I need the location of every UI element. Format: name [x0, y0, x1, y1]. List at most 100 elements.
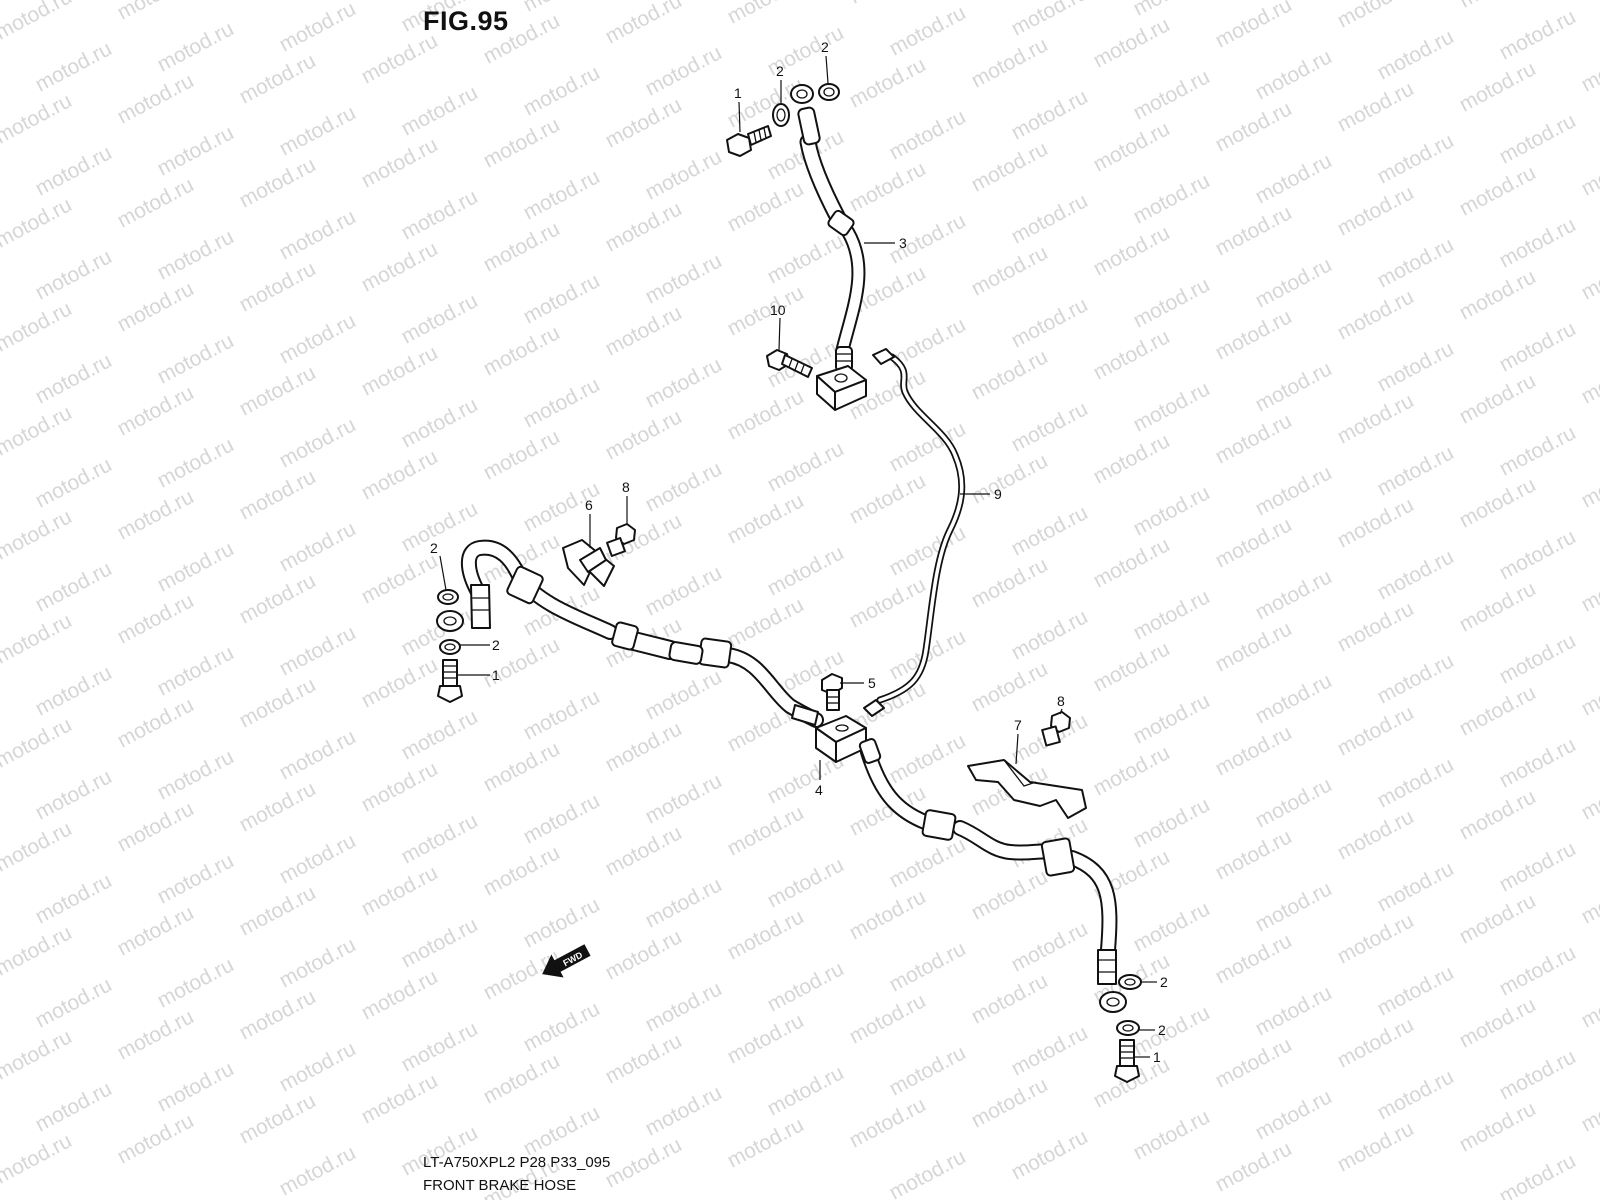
watermark-text: motod.ru — [1496, 733, 1580, 792]
watermark-text: motod.ru — [602, 405, 686, 464]
watermark-text: motod.ru — [236, 465, 320, 524]
watermark-text: motod.ru — [398, 705, 482, 764]
watermark-text: motod.ru — [1374, 441, 1458, 500]
watermark-text: motod.ru — [1578, 141, 1600, 200]
watermark-text: motod.ru — [1496, 109, 1580, 168]
watermark-text: motod.ru — [1456, 889, 1540, 948]
watermark-text: motod.ru — [602, 1133, 686, 1192]
watermark-text: motod.ru — [1130, 377, 1214, 436]
washer-2-left-a — [437, 589, 459, 605]
watermark-text: motod.ru — [276, 621, 360, 680]
watermark-text: motod.ru — [724, 801, 808, 860]
watermark-text: motod.ru — [1252, 669, 1336, 728]
bolt-1-top — [726, 125, 772, 157]
watermark-text: motod.ru — [1252, 45, 1336, 104]
watermark-text: motod.ru — [358, 965, 442, 1024]
watermark-text: motod.ru — [0, 0, 76, 44]
watermark-text: motod.ru — [1090, 221, 1174, 280]
watermark-text: motod.ru — [642, 145, 726, 204]
watermark-text: motod.ru — [886, 833, 970, 892]
callout-1: 1 — [492, 667, 500, 683]
watermark-text: motod.ru — [1496, 837, 1580, 896]
watermark-text: motod.ru — [0, 89, 76, 148]
watermark-text: motod.ru — [358, 237, 442, 296]
watermark-text: motod.ru — [358, 341, 442, 400]
watermark-text: motod.ru — [520, 373, 604, 432]
watermark-text: motod.ru — [724, 1113, 808, 1172]
watermark-text: motod.ru — [1090, 325, 1174, 384]
watermark-text: motod.ru — [1090, 429, 1174, 488]
watermark-text: motod.ru — [32, 453, 116, 512]
bolt-8-lower — [1041, 711, 1071, 747]
watermark-text: motod.ru — [0, 505, 76, 564]
watermark-text: motod.ru — [1212, 1033, 1296, 1092]
watermark-text: motod.ru — [236, 257, 320, 316]
callout-2: 2 — [1160, 974, 1168, 990]
watermark-text: motod.ru — [154, 849, 238, 908]
watermark-text: motod.ru — [1212, 305, 1296, 364]
watermark-text: motod.ru — [1578, 37, 1600, 96]
watermark-text: motod.ru — [724, 489, 808, 548]
watermark-text: motod.ru — [764, 957, 848, 1016]
washer-2-right-b — [1116, 1020, 1140, 1036]
watermark-text: motod.ru — [1008, 189, 1092, 248]
watermark-text: motod.ru — [1090, 637, 1174, 696]
watermark-text: motod.ru — [154, 433, 238, 492]
watermark-text: motod.ru — [32, 141, 116, 200]
watermark-text: motod.ru — [1008, 917, 1092, 976]
callout-3: 3 — [899, 235, 907, 251]
watermark-text: motod.ru — [114, 277, 198, 336]
watermark-text: motod.ru — [358, 757, 442, 816]
watermark-text: motod.ru — [276, 725, 360, 784]
watermark-text: motod.ru — [1578, 973, 1600, 1032]
watermark-text: motod.ru — [1334, 1013, 1418, 1072]
watermark-text: motod.ru — [1578, 1077, 1600, 1136]
callout-1: 1 — [1153, 1049, 1161, 1065]
watermark-text: motod.ru — [1212, 825, 1296, 884]
watermark-text: motod.ru — [886, 1145, 970, 1200]
arrow-left-icon — [542, 944, 591, 978]
brake-pipe-9 — [863, 348, 966, 717]
watermark-text: motod.ru — [1334, 77, 1418, 136]
callout-2: 2 — [492, 637, 500, 653]
watermark-text: motod.ru — [236, 569, 320, 628]
watermark-text: motod.ru — [1456, 0, 1540, 12]
watermark-text: motod.ru — [764, 541, 848, 600]
watermark-text: motod.ru — [724, 1009, 808, 1068]
watermark-text: motod.ru — [1130, 65, 1214, 124]
watermark-text: motod.ru — [602, 821, 686, 880]
watermark-text: motod.ru — [1496, 213, 1580, 272]
watermark-text: motod.ru — [154, 537, 238, 596]
watermark-text: motod.ru — [1008, 1021, 1092, 1080]
watermark-text: motod.ru — [114, 69, 198, 128]
watermark-text: motod.ru — [724, 905, 808, 964]
watermark-text: motod.ru — [236, 361, 320, 420]
watermark-text: motod.ru — [1212, 0, 1296, 52]
watermark-text: motod.ru — [1090, 117, 1174, 176]
watermark-text: motod.ru — [602, 925, 686, 984]
watermark-text: motod.ru — [764, 1061, 848, 1120]
watermark-text: motod.ru — [968, 241, 1052, 300]
watermark-text: motod.ru — [1334, 389, 1418, 448]
watermark-text: motod.ru — [276, 205, 360, 264]
washer-2-left-b — [439, 639, 461, 655]
watermark-text: motod.ru — [846, 53, 930, 112]
watermark-text: motod.ru — [846, 469, 930, 528]
watermark-text: motod.ru — [520, 997, 604, 1056]
watermark-text: motod.ru — [276, 309, 360, 368]
watermark-text: motod.ru — [0, 1025, 76, 1084]
figure-caption: FRONT BRAKE HOSE — [423, 1177, 577, 1194]
watermark-text: motod.ru — [1334, 493, 1418, 552]
watermark-text: motod.ru — [480, 737, 564, 796]
watermark-text: motod.ru — [0, 1129, 76, 1188]
watermark-text: motod.ru — [1374, 961, 1458, 1020]
callout-5: 5 — [868, 675, 876, 691]
watermark-text: motod.ru — [968, 137, 1052, 196]
watermark-text: motod.ru — [276, 1141, 360, 1200]
watermark-text: motod.ru — [1578, 765, 1600, 824]
watermark-text: motod.ru — [724, 281, 808, 340]
callout-7: 7 — [1014, 717, 1022, 733]
watermark-text: motod.ru — [520, 789, 604, 848]
watermark-text: motod.ru — [1252, 357, 1336, 416]
